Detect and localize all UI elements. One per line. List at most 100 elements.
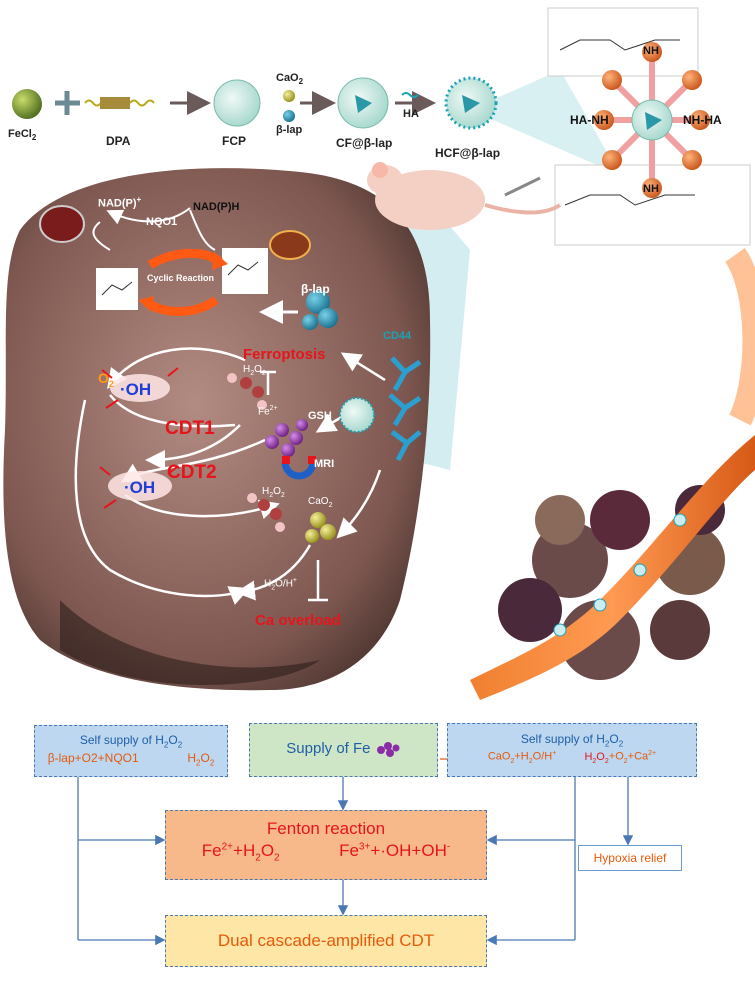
- box3-title-text: Self supply of H: [520, 732, 605, 746]
- box3-eq-b: +H: [514, 751, 529, 764]
- h2o-sup: +: [292, 577, 298, 584]
- box3-eq-red: H2O2: [584, 751, 609, 766]
- cao2-cell-sub: 2: [328, 502, 333, 509]
- fenton-a-sup: 2+: [221, 841, 234, 853]
- fenton-c: O: [260, 841, 275, 860]
- box3-eq-g: +Ca: [627, 751, 649, 764]
- h2o2-molecule-2: [247, 493, 285, 532]
- nh-ha-label: NH-HA: [683, 113, 722, 127]
- nh-top-label: NH: [643, 45, 659, 57]
- fenton-equation: Fe2++H2O2 Fe3++·OH+OH-: [166, 841, 486, 863]
- box1-eq-a: β-lap+O2+NQO1: [47, 751, 139, 766]
- nadp-text: NAD(P): [98, 197, 137, 210]
- quinone-structure: [96, 268, 138, 310]
- plus-icon: [55, 91, 80, 115]
- box3-title: Self supply of H2O2: [520, 732, 624, 749]
- h2o-rest: O/H: [275, 578, 293, 590]
- fe2-text: Fe: [258, 406, 270, 418]
- cao2-cell-text: CaO: [308, 496, 329, 507]
- nadp-sup: +: [136, 195, 142, 204]
- mouse-illustration: [367, 162, 562, 230]
- fenton-d-sup: 3+: [358, 841, 371, 853]
- h2o-sub: 2: [271, 584, 276, 592]
- cao2-sub: 2: [298, 77, 304, 87]
- box3-eq-sub2: 2: [528, 758, 533, 766]
- hypoxia-text: Hypoxia relief: [593, 851, 667, 865]
- h2o2-2-text: H: [262, 486, 270, 497]
- h2o2-label-1: H2O2: [243, 364, 266, 377]
- box-supply-fe: Supply of Fe: [249, 723, 438, 777]
- fecl2-sphere: [12, 89, 42, 119]
- oh-label-1: ·OH: [120, 380, 152, 399]
- nh-bottom-label: NH: [643, 183, 659, 195]
- box1-title-end: O: [168, 733, 178, 747]
- box-fenton: Fenton reaction Fe2++H2O2 Fe3++·OH+OH-: [165, 810, 487, 880]
- fe2-label: Fe2+: [258, 405, 278, 417]
- blap-cell-label: β-lap: [301, 282, 330, 296]
- cao2-text: CaO: [276, 72, 299, 84]
- mri-label: MRI: [314, 458, 335, 470]
- box3-eq-sub3: 2: [592, 758, 597, 766]
- fe2-sup: 2+: [269, 405, 278, 412]
- cd44-receptors: [388, 356, 422, 462]
- ha-structure-top: [547, 7, 699, 77]
- fenton-e: +·OH+OH: [370, 841, 447, 860]
- oh-label-2: ·OH: [124, 478, 156, 497]
- box3-eq-a: CaO: [487, 751, 511, 764]
- box1-equation: β-lap+O2+NQO1 H2O2: [35, 751, 227, 767]
- box1-title-sub2: 2: [177, 740, 183, 750]
- magnet-icon: [281, 461, 317, 480]
- box3-eq-sub4: 2: [604, 758, 609, 766]
- cdt2-label: CDT2: [167, 462, 217, 483]
- h2o2-2-sub-b: 2: [280, 492, 285, 499]
- box-self-supply-cao2: Self supply of H2O2 CaO2+H2O/H+ H2O2+O2+…: [447, 723, 697, 777]
- fcp-sphere: [213, 79, 261, 127]
- fenton-e-sup: -: [446, 841, 451, 853]
- h2o-h-label: H2O/H+: [264, 577, 297, 591]
- dpa-rod: [100, 97, 130, 109]
- box1-title-sub: 2: [163, 740, 169, 750]
- cao2-label: CaO2: [276, 72, 303, 86]
- ha-nh-label: HA-NH: [570, 113, 609, 127]
- dual-cdt-text: Dual cascade-amplified CDT: [217, 931, 435, 950]
- ca-overload-label: Ca overload: [255, 612, 341, 629]
- box3-eq-f: +O: [608, 751, 624, 764]
- box-hypoxia-relief: Hypoxia relief: [578, 845, 682, 871]
- box3-title-sub-a: 2: [604, 739, 610, 749]
- nadp-label: NAD(P)+: [98, 195, 141, 210]
- box3-eq-sub1: 2: [510, 758, 515, 766]
- box1-eq-c: O: [200, 751, 210, 766]
- cyclic-reaction-label: Cyclic Reaction: [147, 273, 215, 283]
- h2o2-1-text: H: [243, 364, 251, 375]
- cd44-label: CD44: [383, 330, 412, 342]
- fecl2-sub: 2: [31, 133, 37, 143]
- cyclic-arrows: [138, 248, 228, 316]
- cdt1-label: CDT1: [165, 418, 215, 439]
- ha-nanoparticle: [594, 42, 710, 198]
- cao2-cell-label: CaO2: [308, 496, 332, 509]
- fenton-b: +H: [233, 841, 256, 860]
- lysosome-icon: [39, 205, 85, 243]
- box1-eq-b: H: [187, 751, 197, 766]
- box3-eq-c: O/H: [532, 751, 553, 764]
- h2o2-1-sub-b: 2: [261, 370, 266, 377]
- oh-burst-1: [101, 367, 179, 409]
- box3-eq-sup2: 2+: [648, 750, 657, 758]
- box1-title: Self supply of H2O2: [35, 733, 227, 749]
- hcf-label: HCF@β-lap: [435, 146, 501, 160]
- h2o2-label-2: H2O2: [262, 486, 285, 499]
- oh-burst-2: [99, 465, 179, 509]
- box-self-supply-blap: Self supply of H2O2 β-lap+O2+NQO1 H2O2: [34, 725, 228, 777]
- ha-label: HA: [403, 108, 419, 120]
- box1-eq-sub-b: 2: [209, 758, 215, 768]
- box3-eq-e: O: [596, 751, 605, 764]
- h2o-text: H: [264, 578, 272, 590]
- nqo1-label: NQO1: [146, 216, 178, 228]
- tumor-cluster: [498, 485, 725, 680]
- box3-eq-sup1: +: [552, 750, 557, 758]
- box-dual-cdt: Dual cascade-amplified CDT: [165, 915, 487, 967]
- h2o2-molecule-1: [227, 373, 267, 410]
- box1-eq-sub-a: 2: [196, 758, 201, 768]
- o2-text: O: [98, 370, 109, 386]
